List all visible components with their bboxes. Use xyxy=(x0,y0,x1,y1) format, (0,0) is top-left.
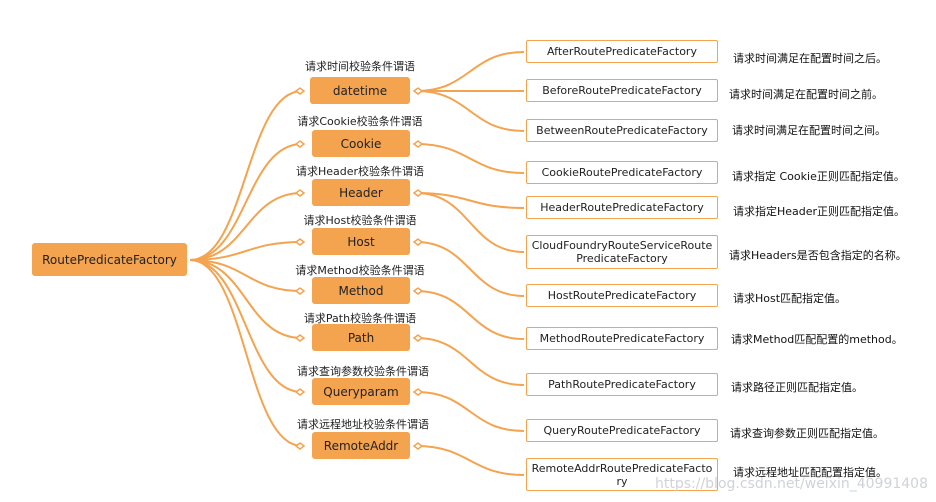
category-to-factory-edge xyxy=(415,143,525,174)
factory-node-path: PathRoutePredicateFactory xyxy=(526,373,718,396)
root-to-category-edge xyxy=(189,259,303,339)
category-caption-header: 请求Header校验条件谓语 xyxy=(295,165,425,178)
connector-diamond xyxy=(294,442,306,450)
connector-diamond xyxy=(412,388,424,396)
factory-desc-before: 请求时间满足在配置时间之前。 xyxy=(729,88,883,101)
connector-diamond xyxy=(412,287,424,295)
root-to-category-edge xyxy=(189,259,303,447)
root-to-category-edge xyxy=(189,90,303,261)
connector-diamond xyxy=(412,238,424,246)
category-caption-cookie: 请求Cookie校验条件谓语 xyxy=(297,115,423,128)
category-caption-remoteaddr: 请求远程地址校验条件谓语 xyxy=(297,418,429,431)
factory-label: PathRoutePredicateFactory xyxy=(548,378,696,391)
factory-desc-method: 请求Method匹配配置的method。 xyxy=(731,333,903,346)
category-node-datetime: datetime xyxy=(310,77,410,104)
factory-node-cookie: CookieRoutePredicateFactory xyxy=(526,161,718,184)
factory-label: MethodRoutePredicateFactory xyxy=(539,332,705,345)
category-node-path: Path xyxy=(312,324,410,351)
category-caption-datetime: 请求时间校验条件谓语 xyxy=(305,60,415,73)
category-to-factory-edge xyxy=(415,192,525,209)
category-label: Header xyxy=(339,185,383,200)
category-to-factory-edge xyxy=(415,391,525,432)
connector-diamond xyxy=(412,189,424,197)
category-to-factory-edge xyxy=(415,192,525,253)
factory-node-host: HostRoutePredicateFactory xyxy=(526,284,718,307)
category-label: Cookie xyxy=(340,136,382,151)
factory-node-query: QueryRoutePredicateFactory xyxy=(526,419,718,442)
category-label: Method xyxy=(338,283,384,298)
factory-node-header: HeaderRoutePredicateFactory xyxy=(526,196,718,219)
category-to-factory-edge xyxy=(415,90,525,132)
factory-desc-cookie: 请求指定 Cookie正则匹配指定值。 xyxy=(732,170,905,183)
connector-diamond xyxy=(412,87,424,95)
factory-desc-after: 请求时间满足在配置时间之后。 xyxy=(733,52,887,65)
category-to-factory-edge xyxy=(415,51,525,92)
category-node-method: Method xyxy=(312,277,410,304)
factory-label: BetweenRoutePredicateFactory xyxy=(536,124,708,137)
factory-desc-host: 请求Host匹配指定值。 xyxy=(733,292,847,305)
category-node-cookie: Cookie xyxy=(312,130,410,157)
factory-desc-between: 请求时间满足在配置时间之间。 xyxy=(732,124,886,137)
factory-node-remoteaddr: RemoteAddrRoutePredicateFactory xyxy=(526,458,718,491)
connector-diamond xyxy=(294,388,306,396)
factory-label: HeaderRoutePredicateFactory xyxy=(540,201,704,214)
category-caption-method: 请求Method校验条件谓语 xyxy=(295,264,425,277)
factory-label: CloudFoundryRouteServiceRoutePredicateFa… xyxy=(531,239,713,265)
root-to-category-edge xyxy=(189,259,303,292)
category-to-factory-edge xyxy=(415,290,525,340)
connector-diamond xyxy=(294,140,306,148)
root-to-category-edge xyxy=(189,143,303,261)
factory-label: QueryRoutePredicateFactory xyxy=(543,424,701,437)
factory-label: BeforeRoutePredicateFactory xyxy=(542,84,702,97)
factory-node-method: MethodRoutePredicateFactory xyxy=(526,327,718,350)
connector-diamond xyxy=(294,87,306,95)
category-node-remoteaddr: RemoteAddr xyxy=(312,432,410,459)
category-caption-path: 请求Path校验条件谓语 xyxy=(303,312,417,325)
category-label: Path xyxy=(347,330,375,345)
root-label: RoutePredicateFactory xyxy=(42,252,177,267)
connector-diamond xyxy=(294,334,306,342)
category-caption-host: 请求Host校验条件谓语 xyxy=(303,214,417,227)
factory-node-before: BeforeRoutePredicateFactory xyxy=(526,79,718,102)
root-node: RoutePredicateFactory xyxy=(32,243,187,276)
connector-diamond xyxy=(412,442,424,450)
connector-diamond xyxy=(294,189,306,197)
category-label: datetime xyxy=(332,83,388,98)
factory-desc-path: 请求路径正则匹配指定值。 xyxy=(731,381,863,394)
factory-desc-header: 请求指定Header正则匹配指定值。 xyxy=(733,205,906,218)
factory-label: CookieRoutePredicateFactory xyxy=(541,166,703,179)
factory-node-between: BetweenRoutePredicateFactory xyxy=(526,119,718,142)
root-to-category-edge xyxy=(189,241,303,261)
category-label: RemoteAddr xyxy=(323,438,399,453)
watermark: https://blog.csdn.net/weixin_40991408 xyxy=(654,476,928,492)
connector-diamond xyxy=(294,287,306,295)
factory-label: RemoteAddrRoutePredicateFactory xyxy=(531,461,713,488)
category-node-queryparam: Queryparam xyxy=(312,378,410,405)
factory-node-cloudfoundry: CloudFoundryRouteServiceRoutePredicateFa… xyxy=(526,235,718,269)
root-to-category-edge xyxy=(189,192,303,261)
category-to-factory-edge xyxy=(415,445,525,476)
category-node-header: Header xyxy=(312,179,410,206)
category-node-host: Host xyxy=(312,228,410,255)
category-caption-queryparam: 请求查询参数校验条件谓语 xyxy=(297,365,429,378)
category-label: Queryparam xyxy=(323,384,399,399)
factory-label: AfterRoutePredicateFactory xyxy=(547,45,697,58)
factory-node-after: AfterRoutePredicateFactory xyxy=(526,40,718,63)
factory-label: HostRoutePredicateFactory xyxy=(547,289,697,302)
factory-desc-cloudfoundry: 请求Headers是否包含指定的名称。 xyxy=(729,249,907,262)
factory-desc-remoteaddr: 请求远程地址匹配配置指定值。 xyxy=(733,466,887,479)
category-label: Host xyxy=(347,234,375,249)
category-to-factory-edge xyxy=(415,337,525,386)
connector-diamond xyxy=(412,334,424,342)
connector-diamond xyxy=(412,140,424,148)
root-to-category-edge xyxy=(189,259,303,393)
connector-diamond xyxy=(294,238,306,246)
factory-desc-query: 请求查询参数正则匹配指定值。 xyxy=(730,427,884,440)
category-to-factory-edge xyxy=(415,241,525,297)
